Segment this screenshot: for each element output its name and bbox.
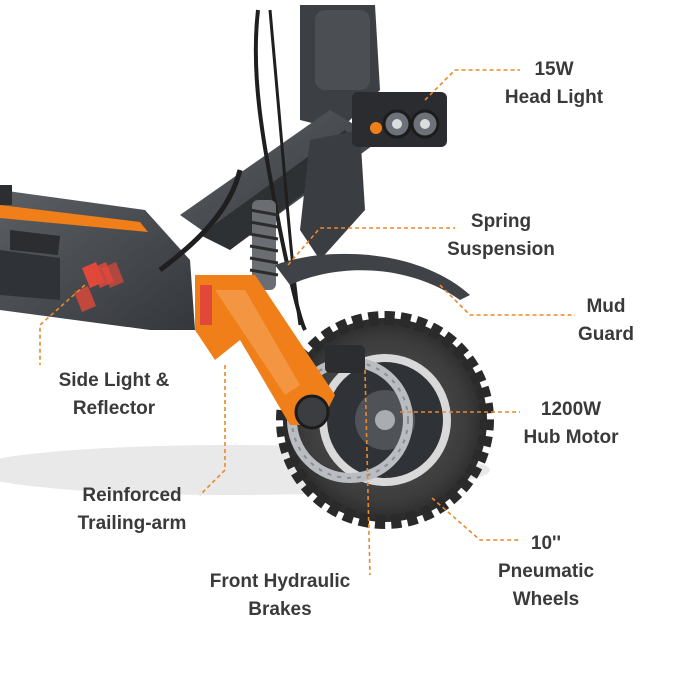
callout-side-light: Side Light & Reflector — [44, 367, 184, 423]
side-light-line2: Reflector — [72, 398, 156, 419]
spring-line1: Spring — [470, 211, 532, 232]
trailing-arm-line1: Reinforced — [82, 485, 182, 506]
side-light-reflector — [74, 262, 124, 312]
wheels-line3: Wheels — [512, 589, 580, 610]
callout-line-trailing-arm — [199, 365, 226, 496]
callout-lines — [39, 69, 575, 576]
brakes-line1: Front Hydraulic — [209, 571, 351, 592]
brakes-line2: Brakes — [248, 599, 312, 620]
wheels-line1: 10'' — [530, 533, 562, 554]
mud-guard-line1: Mud — [586, 296, 626, 317]
callout-brakes: Front Hydraulic Brakes — [190, 568, 370, 624]
callout-line-spring — [287, 227, 455, 266]
mud-guard-line2: Guard — [578, 324, 634, 345]
callout-trailing-arm: Reinforced Trailing-arm — [60, 482, 204, 538]
hub-motor-line1: 1200W — [540, 399, 602, 420]
side-light-line1: Side Light & — [58, 370, 170, 391]
wheels-line2: Pneumatic — [497, 561, 595, 582]
callout-line-head-light — [424, 69, 520, 101]
callout-line-side-light — [39, 284, 86, 365]
head-light — [352, 92, 447, 147]
trailing-arm — [195, 275, 335, 430]
callout-wheels: 10'' Pneumatic Wheels — [484, 530, 608, 614]
callout-line-mud-guard — [439, 284, 575, 316]
hub-motor-line2: Hub Motor — [523, 427, 619, 448]
callout-spring-suspension: Spring Suspension — [438, 208, 564, 264]
deck — [0, 185, 195, 330]
spring-suspension — [249, 200, 279, 290]
callout-mud-guard: Mud Guard — [566, 293, 646, 349]
callout-line-brakes — [364, 369, 371, 576]
head-light-line2: Head Light — [504, 87, 604, 108]
callout-line-wheels — [431, 497, 520, 541]
callout-head-light: 15W Head Light — [494, 56, 614, 112]
mud-guard — [275, 253, 470, 300]
head-light-line1: 15W — [534, 59, 574, 80]
spring-line2: Suspension — [447, 239, 555, 260]
trailing-arm-line2: Trailing-arm — [77, 513, 187, 534]
callout-hub-motor: 1200W Hub Motor — [508, 396, 634, 452]
